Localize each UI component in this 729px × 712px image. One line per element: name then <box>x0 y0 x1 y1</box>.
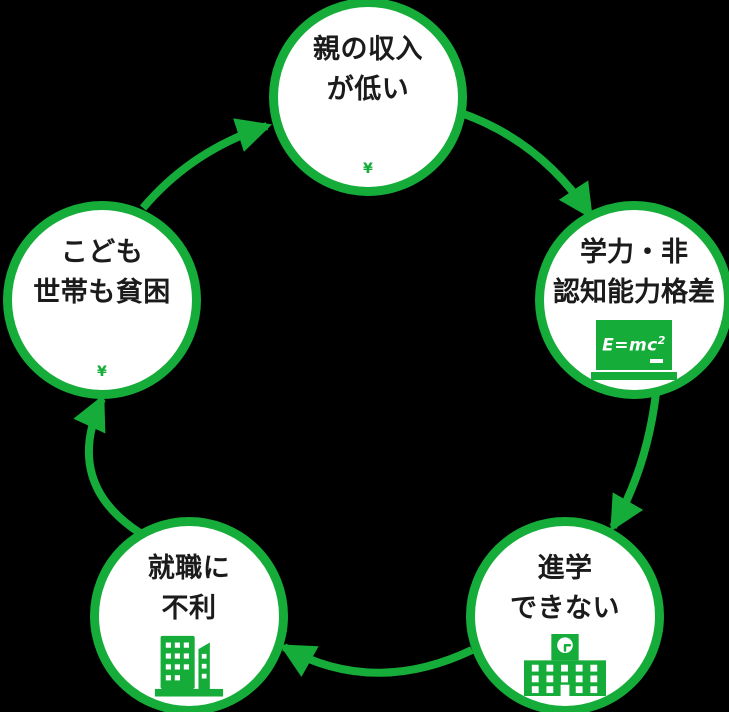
node-label-line: 学力・非 <box>580 237 688 268</box>
office-buildings-icon <box>154 635 224 697</box>
blackboard-tray <box>591 372 677 380</box>
money-bags-icon: ¥ <box>327 115 409 185</box>
school-windows <box>531 664 598 697</box>
node-label-line: できない <box>510 593 620 624</box>
node-label-line: 親の収入 <box>313 34 423 65</box>
node-label-line: 不利 <box>161 593 217 624</box>
node-label-line: が低い <box>326 74 410 105</box>
node-job-disadvantage: 就職に 不利 <box>90 517 288 712</box>
blackboard-icon: E=mc2 <box>591 313 677 380</box>
node-label-line: 世帯も貧困 <box>33 277 171 308</box>
node-label-line: こども <box>60 237 144 268</box>
arrow-left-to-top <box>139 118 273 211</box>
money-bags-icon: ¥ <box>61 318 143 388</box>
arrow-bottomright-to-bottomleft <box>279 643 474 677</box>
school-door <box>560 684 570 697</box>
arrow-bottomleft-to-left <box>73 394 143 537</box>
node-label-line: 進学 <box>537 553 593 584</box>
node-label-line: 認知能力格差 <box>553 277 715 308</box>
office-windows <box>165 642 207 681</box>
node-ability-gap: 学力・非 認知能力格差 E=mc2 <box>535 201 729 399</box>
node-label-line: 就職に <box>147 553 231 584</box>
node-child-household-poverty: こども 世帯も貧困 ¥ <box>3 201 201 399</box>
school-icon <box>524 634 606 697</box>
yen-symbol: ¥ <box>97 364 107 380</box>
yen-symbol: ¥ <box>363 161 373 177</box>
chalk-dash <box>650 359 663 363</box>
node-no-advancement: 進学 できない <box>466 517 664 712</box>
arrow-top-to-right <box>459 109 594 220</box>
formula-text: E=mc2 <box>602 334 666 356</box>
blackboard-panel: E=mc2 <box>596 320 672 370</box>
node-parent-income: 親の収入 が低い ¥ <box>269 0 467 196</box>
arrow-right-to-bottomright <box>609 392 660 532</box>
